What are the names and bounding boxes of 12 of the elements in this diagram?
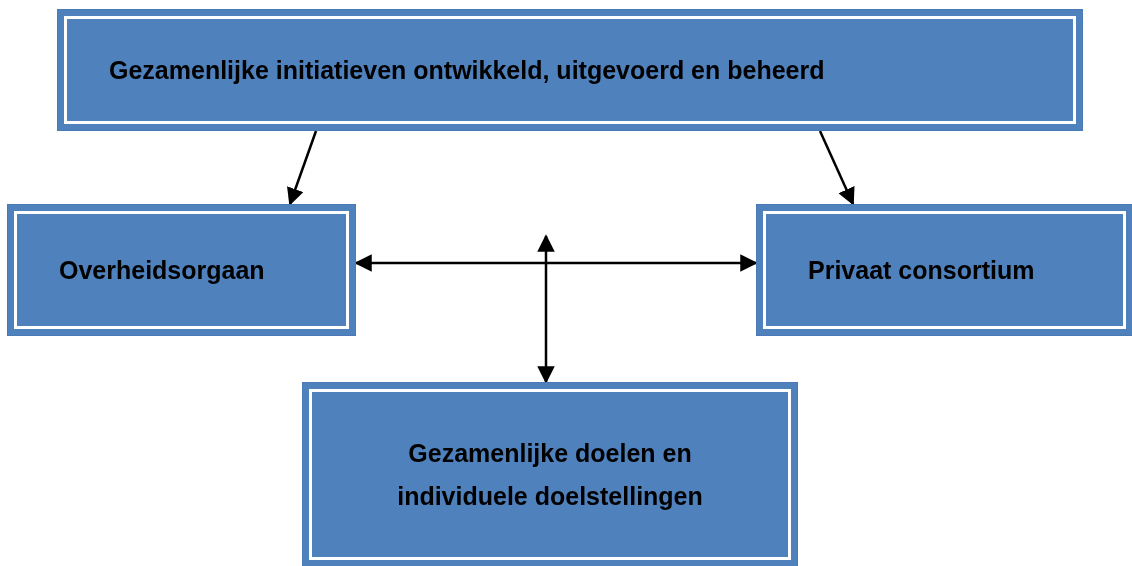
box-label: Gezamenlijke doelen en individuele doelstellingen <box>396 438 704 512</box>
process-box <box>757 205 1132 335</box>
arrow <box>818 130 855 206</box>
arrow <box>354 254 758 272</box>
arrow <box>287 130 318 206</box>
arrow <box>537 234 555 384</box>
box-label: Privaat consortium <box>808 254 1035 286</box>
process-box <box>58 10 1082 130</box>
process-box <box>8 205 355 335</box>
process-box <box>303 383 797 566</box>
box-label: Gezamenlijke initiatieven ontwikkeld, uitgevoerd en beheerd <box>109 54 825 86</box>
box-label: Overheidsorgaan <box>59 254 265 286</box>
